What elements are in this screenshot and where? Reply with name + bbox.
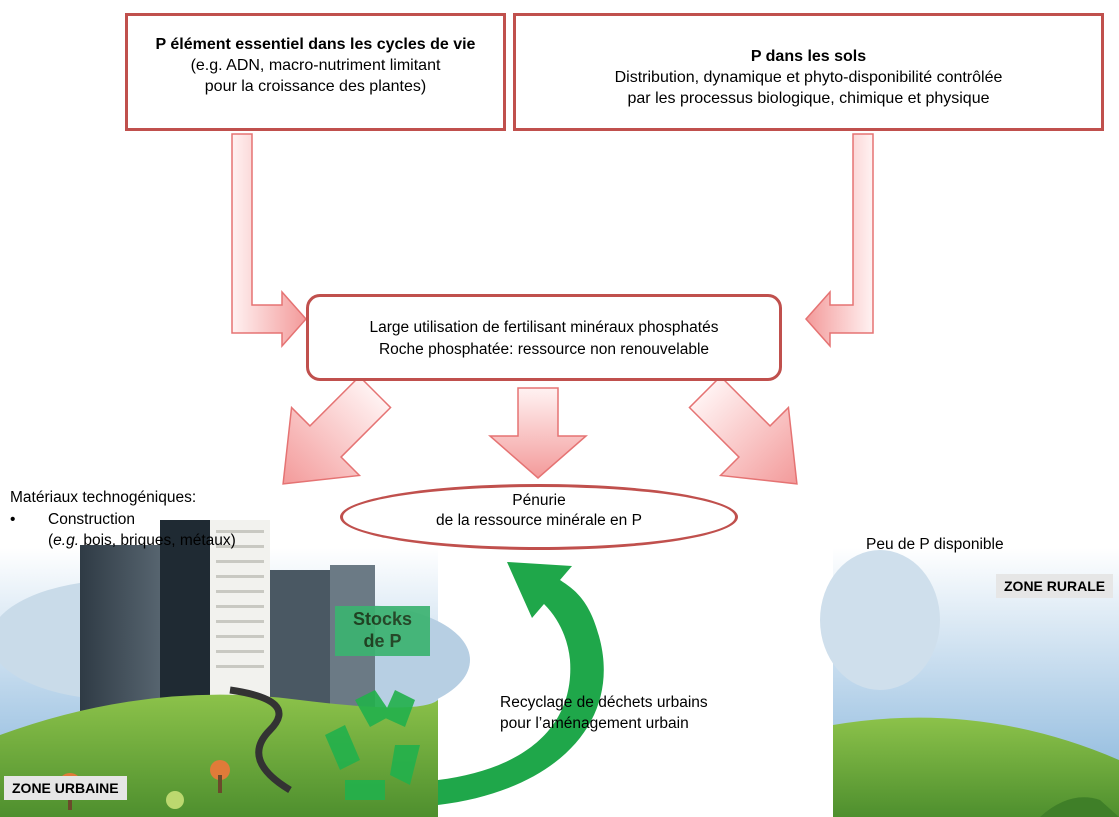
rural-illustration xyxy=(820,548,1119,817)
box-fertilizer-line2: Roche phosphatée: ressource non renouvel… xyxy=(378,341,710,358)
recycling-arrow xyxy=(438,562,604,805)
box-life-line1: (e.g. ADN, macro-nutriment limitant xyxy=(190,57,441,74)
box-soils-line2: par les processus biologique, chimique e… xyxy=(627,90,990,107)
materials-title: Matériaux technogéniques: xyxy=(10,489,197,506)
arrow-right-elbow xyxy=(804,133,874,348)
materials-detail: (e.g. bois, briques, métaux) xyxy=(48,531,236,551)
zone-urban-badge: ZONE URBAINE xyxy=(4,776,127,800)
materials-eg: e.g. xyxy=(53,532,80,549)
arrow-left-elbow xyxy=(231,133,308,348)
arrow-to-urban xyxy=(282,375,392,485)
materials-bullet: • xyxy=(10,511,16,528)
box-fertilizer: Large utilisation de fertilisant minérau… xyxy=(306,294,782,381)
stocks-line2: de P xyxy=(363,631,402,651)
stocks-line1: Stocks xyxy=(352,609,413,629)
box-soils-line1: Distribution, dynamique et phyto-disponi… xyxy=(614,69,1003,86)
box-fertilizer-line1: Large utilisation de fertilisant minérau… xyxy=(369,319,719,336)
box-life-line2: pour la croissance des plantes) xyxy=(204,78,427,95)
box-life-cycles: P élément essentiel dans les cycles de v… xyxy=(125,13,506,131)
rural-text: Peu de P disponible xyxy=(866,536,1004,553)
recycle-icon xyxy=(325,690,420,800)
box-soils: P dans les sols Distribution, dynamique … xyxy=(513,13,1104,131)
recycling-line1: Recyclage de déchets urbains xyxy=(500,694,708,711)
shortage-line2: de la ressource minérale en P xyxy=(436,512,642,529)
stocks-label: Stocks de P xyxy=(335,606,430,656)
arrow-to-shortage xyxy=(488,387,588,479)
materials-detail-rest: bois, briques, métaux) xyxy=(79,532,236,549)
box-soils-title: P dans les sols xyxy=(750,48,867,65)
recycling-line2: pour l’aménagement urbain xyxy=(500,715,689,732)
shortage-ellipse: Pénurie de la ressource minérale en P xyxy=(340,484,738,550)
zone-rural-badge: ZONE RURALE xyxy=(996,574,1114,598)
materials-detail-open: ( xyxy=(48,532,54,549)
materials-item: Construction xyxy=(48,511,136,528)
box-life-title: P élément essentiel dans les cycles de v… xyxy=(155,36,476,53)
arrow-to-rural xyxy=(688,375,798,485)
shortage-line1: Pénurie xyxy=(512,492,566,509)
